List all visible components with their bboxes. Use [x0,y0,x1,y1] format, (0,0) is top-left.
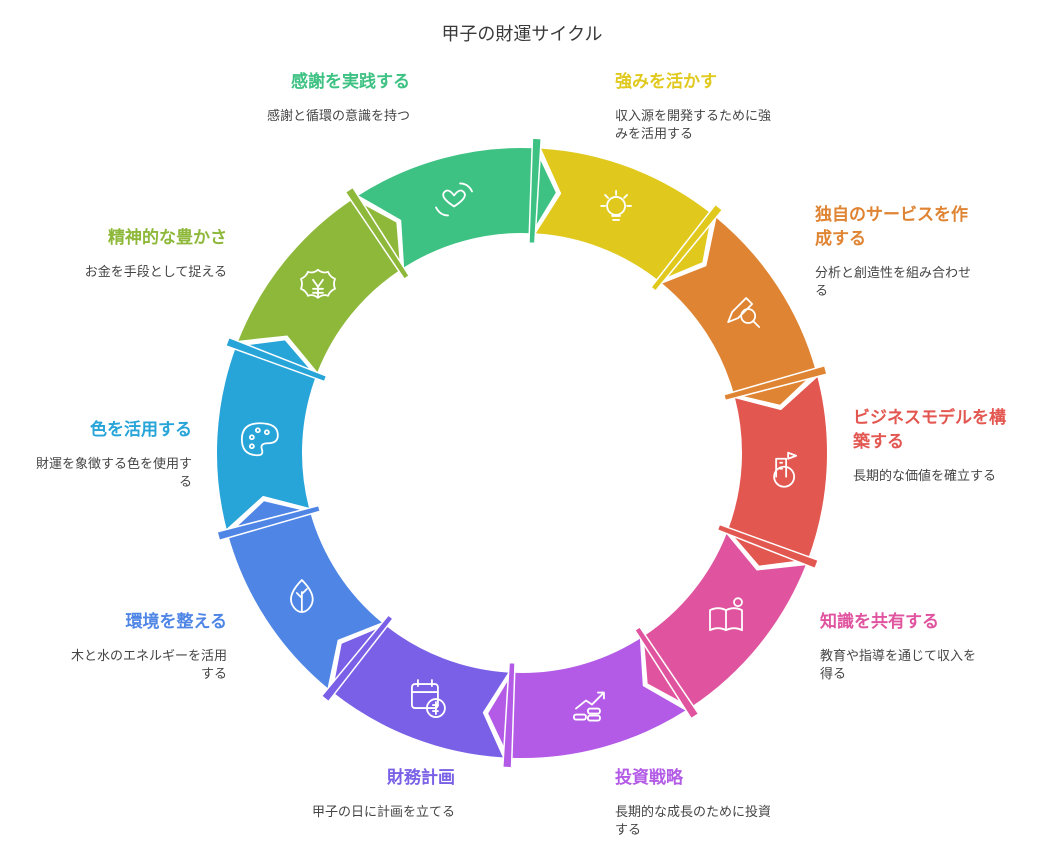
segment-connector [320,613,395,703]
segment-connector [716,523,820,570]
label-heading: 色を活用する [90,420,192,440]
yen-badge-icon [300,268,336,299]
label-description: 感謝と循環の意識を持つ [266,109,410,124]
label-spiritual: 精神的な豊かさ お金を手段として捉える [62,226,227,282]
building-gear-icon [773,451,798,488]
pencil-magnifier-icon [727,297,761,328]
ring-segment [228,501,382,689]
ring-segment [662,217,816,405]
segment-connector [344,186,411,281]
leaf-drop-icon [290,579,314,613]
label-description: 財運を象徴する色を使用する [35,457,192,490]
label-financial-plan: 財務計画 甲子の日に計画を立てる [300,766,455,822]
label-gratitude: 感謝を実践する 感謝と循環の意識を持つ [250,70,410,126]
segment-connector [224,336,328,383]
label-heading: 環境を整える [125,612,228,632]
calendar-dollar-icon [411,679,446,718]
label-knowledge: 知識を共有する 教育や指導を通じて収入を得る [820,610,980,684]
label-heading: 強みを活かす [615,72,717,92]
label-description: 長期的な成長のために投資する [615,805,772,838]
label-environment: 環境を整える 木と水のエネルギーを活用する [62,610,227,684]
label-investment: 投資戦略 長期的な成長のために投資する [615,766,775,840]
label-heading: 財務計画 [387,768,455,788]
book-lightbulb-icon [709,597,743,632]
label-description: 教育や指導を通じて収入を得る [820,649,977,682]
hands-heart-icon [435,182,473,217]
label-description: 甲子の日に計画を立てる [311,805,455,820]
ring-segment [643,533,806,708]
coins-growth-icon [573,691,605,722]
label-heading: 投資戦略 [615,768,683,788]
label-service: 独自のサービスを作成する 分析と創造性を組み合わせる [815,203,980,301]
label-heading: 感謝を実践する [291,72,410,92]
segment-connector [633,625,700,720]
ring-segment [535,148,712,281]
segment-connector [722,364,828,402]
palette-icon [240,422,279,457]
segment-connector [501,661,516,769]
lightbulb-gear-icon [600,190,632,221]
label-description: 分析と創造性を組み合わせる [815,266,972,299]
label-description: 収入源を開発するために強みを活用する [615,109,772,142]
segment-connector [649,203,724,293]
segment-connector [528,137,543,245]
diagram-title: 甲子の財運サイクル [441,24,603,45]
label-heading: ビジネスモデルを構築する [853,408,1006,452]
segment-connector [216,504,322,542]
label-description: 長期的な価値を確立する [853,469,997,484]
label-heading: 精神的な豊かさ [108,228,227,248]
ring-segment [728,377,828,566]
label-description: お金を手段として捉える [84,265,227,280]
label-description: 木と水のエネルギーを活用する [70,649,227,682]
label-strengths: 強みを活かす 収入源を開発するために強みを活用する [615,70,775,144]
label-colors: 色を活用する 財運を象徴する色を使用する [32,418,192,492]
label-heading: 独自のサービスを作成する [815,205,968,249]
ring-segment [358,148,556,268]
ring-segment [488,638,686,759]
label-heading: 知識を共有する [820,612,939,632]
label-business: ビジネスモデルを構築する 長期的な価値を確立する [853,406,1018,486]
